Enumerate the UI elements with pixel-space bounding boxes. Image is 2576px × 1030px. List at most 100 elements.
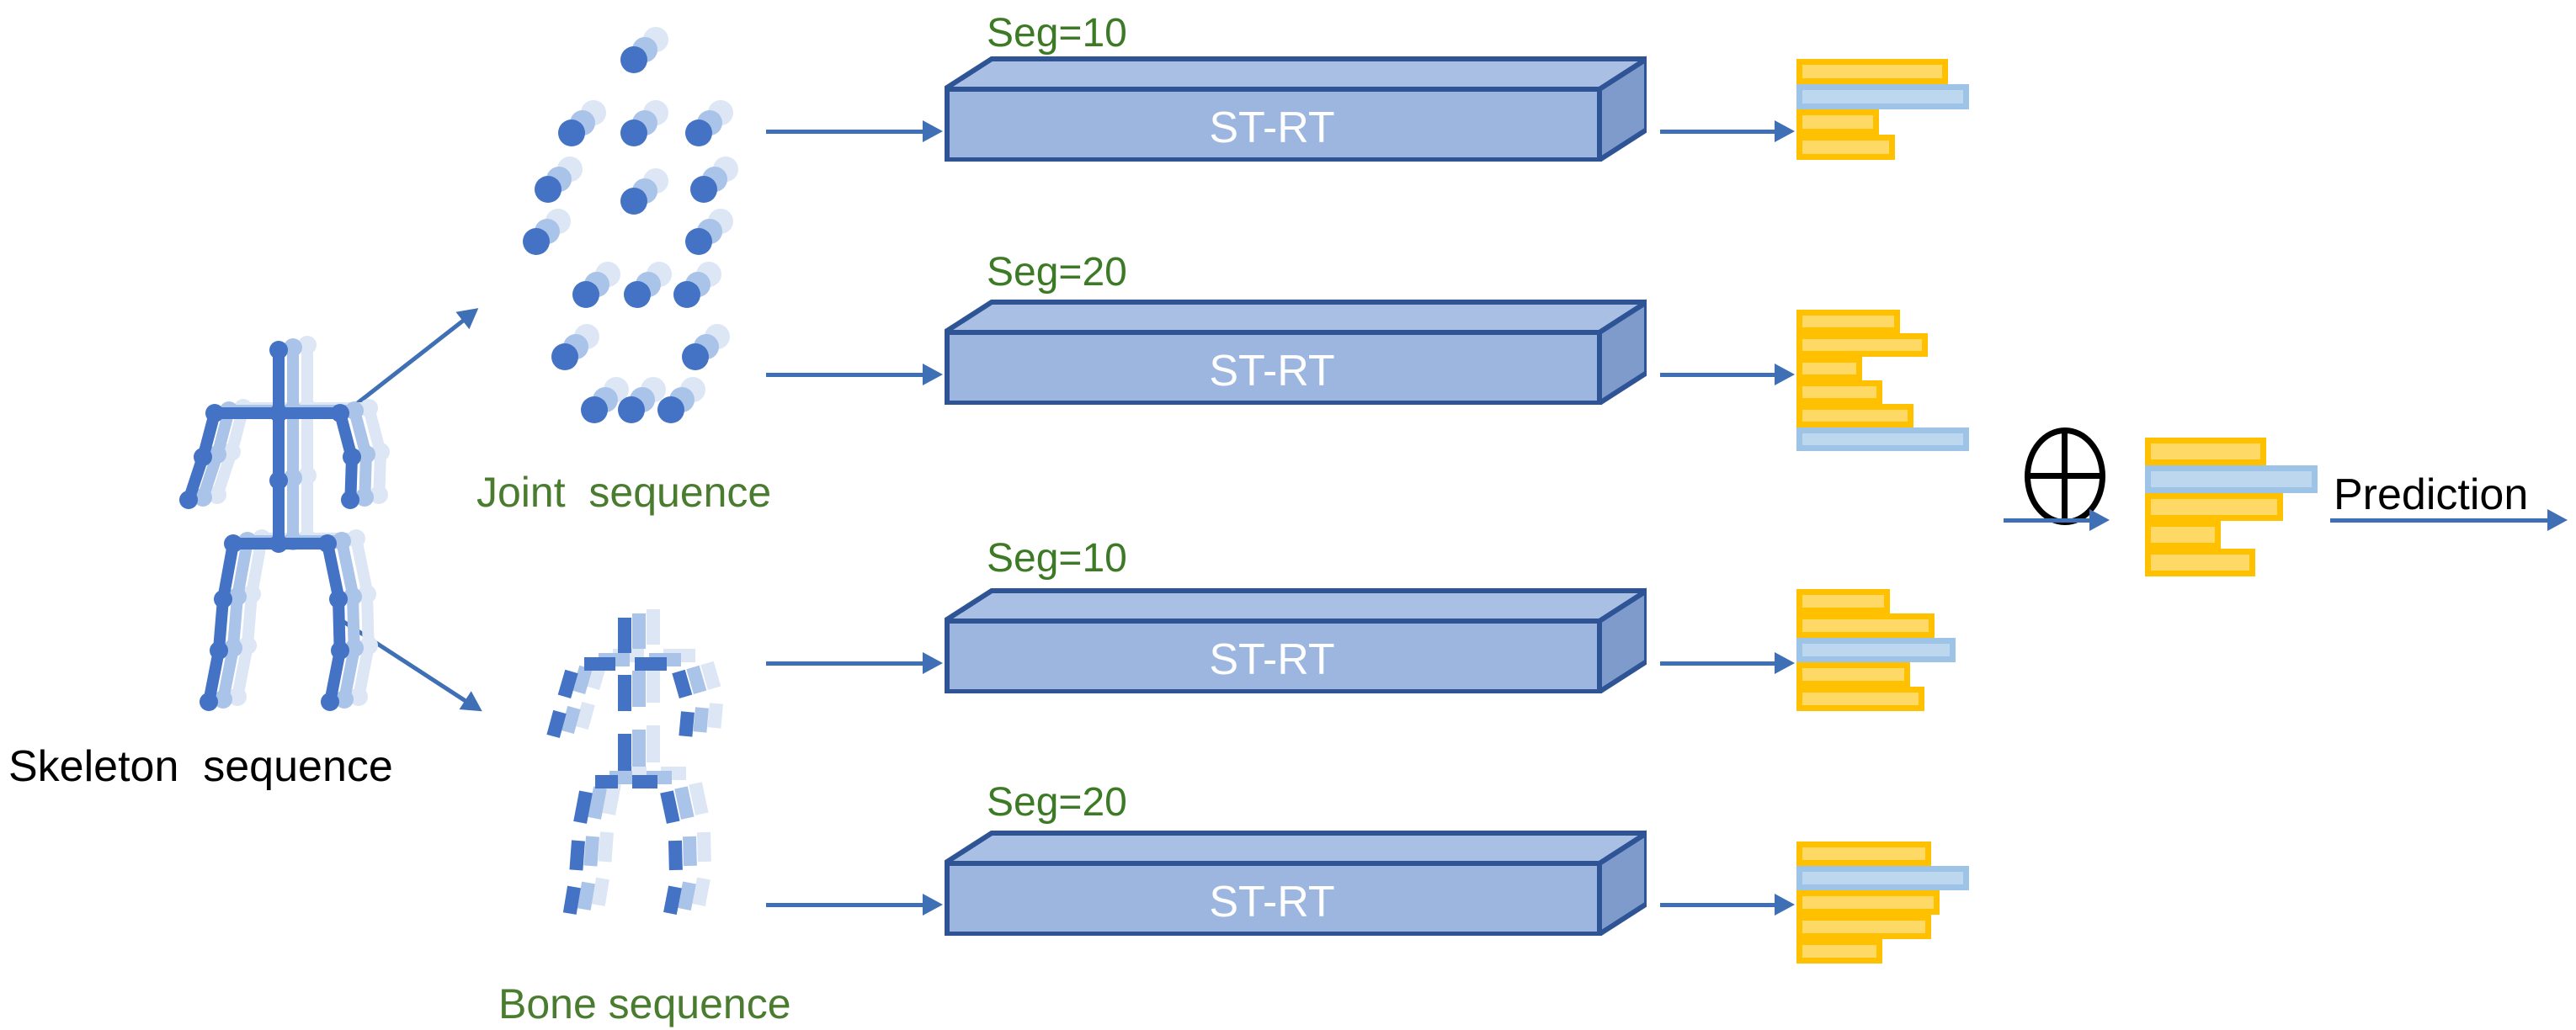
skeleton-joint — [356, 444, 375, 464]
skeleton-bone — [279, 538, 327, 550]
skeleton-joint — [269, 470, 288, 490]
skeleton-joint — [355, 488, 374, 507]
histogram-bar — [1796, 866, 1969, 890]
bone-segment — [577, 882, 595, 911]
histogram-bar — [1796, 638, 1956, 662]
histogram-bar — [2145, 521, 2221, 549]
strt-box-joint-seg10[interactable]: ST-RT — [935, 54, 1656, 165]
skeleton-joint — [178, 491, 198, 510]
bone-segment — [583, 836, 599, 867]
skeleton-joint — [269, 340, 288, 359]
bone-segment — [668, 840, 684, 871]
skeleton-glyph — [164, 328, 450, 724]
skeleton-joint — [346, 529, 365, 549]
arrow-strt4-to-hist4 — [1660, 894, 1803, 916]
seg-label-joint-seg20: Seg=20 — [987, 250, 1127, 295]
histogram-bar — [1796, 842, 1931, 866]
prediction-label: Prediction — [2334, 470, 2529, 519]
skeleton-joint — [370, 486, 388, 505]
skeleton-sequence-label: Skeleton sequence — [8, 742, 393, 791]
skeleton-joint — [269, 404, 288, 423]
skeleton-joint — [359, 636, 379, 656]
skeleton-joint — [298, 335, 317, 354]
histogram-bar — [1796, 333, 1928, 357]
bone-segment — [634, 656, 667, 671]
seg-label-bone-seg20: Seg=20 — [987, 780, 1127, 825]
skeleton-joint — [284, 468, 302, 487]
arrow-bone-to-strt-4 — [766, 894, 951, 916]
skeleton-bone — [287, 411, 299, 478]
bone-segment — [647, 725, 660, 762]
arrow-bone-to-strt-3 — [766, 652, 951, 674]
histogram-bar — [1796, 687, 1924, 711]
histogram-bar — [1796, 613, 1935, 638]
skeleton-bone — [273, 413, 285, 480]
skeleton-joint — [284, 337, 302, 357]
skeleton-joint — [342, 447, 361, 466]
joint-dot — [685, 228, 713, 256]
joint-dot — [673, 280, 701, 308]
skeleton-joint — [221, 442, 241, 461]
bone-segment — [632, 775, 657, 789]
skeleton-joint — [227, 688, 247, 707]
histogram-bar — [1796, 589, 1890, 613]
bone-segment — [691, 877, 711, 907]
bone-segment — [697, 831, 712, 863]
skeleton-joint — [359, 399, 379, 418]
skeleton-joint — [213, 589, 232, 608]
bone-segment — [679, 711, 695, 737]
skeleton-joint — [237, 636, 257, 656]
skeleton-joint — [242, 584, 261, 603]
bone-segment — [663, 885, 682, 916]
histogram-bar — [1796, 915, 1931, 939]
histogram-bar — [1796, 662, 1910, 687]
histogram-bar — [1796, 890, 1940, 915]
skeleton-joint — [317, 534, 337, 554]
joint-dot — [689, 176, 717, 203]
seg-label-joint-seg10: Seg=10 — [987, 11, 1127, 56]
arrow-strt3-to-hist3 — [1660, 652, 1803, 674]
joint-dot — [657, 396, 684, 423]
skeleton-joint — [329, 589, 349, 608]
strt-box-bone-seg10[interactable]: ST-RT — [935, 586, 1656, 697]
histogram-bar — [1796, 939, 1882, 964]
skeleton-joint — [335, 690, 354, 709]
histogram-bar — [1796, 135, 1895, 160]
skeleton-joint — [343, 587, 363, 606]
skeleton-joint — [227, 587, 247, 606]
histogram-bar — [1796, 59, 1948, 84]
skeleton-joint — [193, 447, 212, 466]
skeleton-joint — [213, 690, 232, 709]
histogram-bar — [1796, 310, 1900, 333]
bone-segment — [583, 656, 615, 671]
bone-segment — [707, 703, 723, 729]
bone-sequence-figure — [530, 581, 766, 934]
skeleton-joint — [349, 688, 369, 707]
skeleton-joint — [193, 488, 212, 507]
strt-box-bone-seg20[interactable]: ST-RT — [935, 828, 1656, 939]
bone-segment — [618, 674, 631, 711]
joint-dot — [620, 119, 648, 146]
bone-segment — [562, 886, 581, 916]
histogram-bar — [2145, 493, 2283, 521]
strt-box-joint-seg20[interactable]: ST-RT — [935, 297, 1656, 408]
joint-dot — [551, 343, 578, 371]
bone-sequence-label: Bone sequence — [498, 980, 791, 1027]
histogram-bar — [2145, 438, 2266, 465]
histogram-bar — [1796, 84, 1969, 109]
bone-segment — [647, 666, 660, 703]
skeleton-joint — [332, 532, 351, 551]
histogram-bar — [1796, 380, 1882, 404]
bone-segment — [647, 609, 660, 645]
joint-dot — [618, 396, 646, 423]
arrow-joint-to-strt-2 — [766, 364, 951, 385]
joint-dot — [558, 119, 585, 146]
skeleton-joint — [223, 534, 242, 554]
strt-box-3d-shape — [935, 54, 1656, 165]
skeleton-joint — [358, 584, 377, 603]
skeleton-joint — [345, 639, 365, 658]
skeleton-joint — [298, 465, 317, 485]
bone-segment — [632, 670, 646, 707]
arrow-to-prediction — [2330, 509, 2576, 531]
bone-segment — [591, 878, 609, 907]
